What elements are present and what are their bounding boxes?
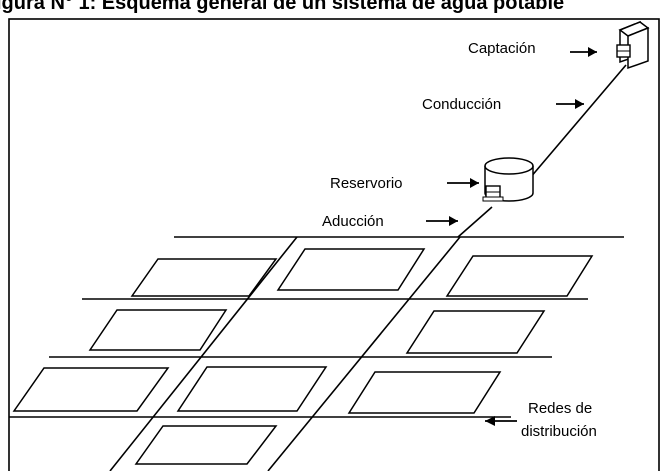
intake-box-icon bbox=[616, 20, 650, 70]
city-block bbox=[276, 248, 426, 291]
city-block bbox=[88, 309, 228, 351]
conduction-pipe bbox=[529, 64, 627, 179]
figure-caption: igura N° 1: Esquema general de un sistem… bbox=[0, 0, 564, 14]
label-conduccion: Conducción bbox=[422, 96, 501, 113]
city-block bbox=[405, 310, 546, 354]
city-block bbox=[347, 371, 502, 414]
diagram-frame bbox=[8, 18, 660, 471]
street-grid bbox=[9, 236, 624, 471]
label-aduccion: Aducción bbox=[322, 213, 384, 230]
label-redes-line1: Redes de bbox=[528, 400, 592, 417]
adduction-pipe bbox=[457, 206, 493, 238]
city-block bbox=[12, 367, 170, 412]
city-block bbox=[130, 258, 278, 297]
label-redes-line2: distribución bbox=[521, 423, 597, 440]
arrow-left-icon bbox=[570, 47, 597, 57]
reservoir-tank-icon bbox=[482, 157, 534, 202]
arrow-right-icon bbox=[485, 416, 517, 426]
city-block bbox=[176, 366, 328, 412]
label-captacion: Captación bbox=[468, 40, 536, 57]
arrow-left-icon bbox=[447, 178, 479, 188]
arrow-left-icon bbox=[556, 99, 584, 109]
label-reservorio: Reservorio bbox=[330, 175, 403, 192]
city-block bbox=[445, 255, 594, 297]
arrow-left-icon bbox=[426, 216, 458, 226]
city-blocks bbox=[12, 248, 594, 465]
city-block bbox=[134, 425, 278, 465]
